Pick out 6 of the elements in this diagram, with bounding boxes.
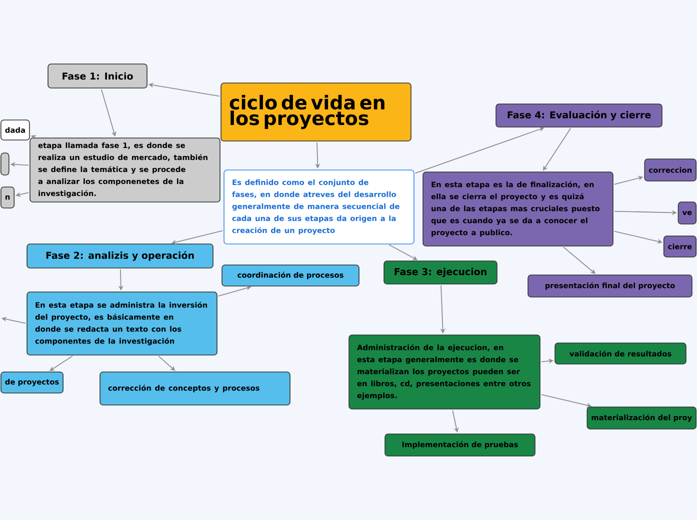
central-topic-box: ciclo de vida en los proyectos <box>220 82 412 142</box>
phase-box: Fase 2: analizis y operación <box>26 244 214 268</box>
phase-box: Fase 1: Inicio <box>48 64 148 88</box>
phase-box: Fase 3: ejecucion <box>384 260 498 284</box>
topic-box <box>0 152 10 176</box>
phase-box: Fase 4: Evaluación y cierre <box>496 104 662 128</box>
